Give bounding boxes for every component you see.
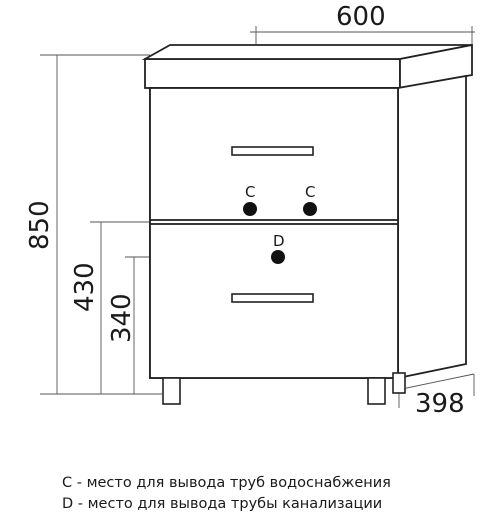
drawer-handle-bottom (231, 293, 314, 303)
dimension-lines (40, 26, 475, 408)
leg-front-left (162, 377, 181, 405)
drawer-handle-top (231, 146, 314, 156)
outlet-c-right (303, 202, 317, 216)
marker-c-right-label: C (305, 183, 315, 201)
marker-c-left-label: C (245, 183, 255, 201)
dim-depth-label: 398 (415, 389, 465, 419)
legend-d-text: D - место для вывода трубы канализации (62, 496, 383, 512)
legend-c-text: C - место для вывода труб водоснабжения (62, 475, 391, 491)
leg-front-right (367, 377, 386, 405)
dim-340-label: 340 (107, 293, 137, 343)
marker-d-label: D (273, 232, 285, 250)
leg-back-right (392, 372, 406, 394)
cabinet-drawing: C C D 600 398 850 430 340 (25, 2, 475, 419)
dim-width-label: 600 (336, 2, 386, 32)
cabinet-body (141, 43, 473, 380)
dim-height-label: 850 (25, 200, 55, 250)
cabinet-side (397, 74, 467, 380)
outlet-c-left (243, 202, 257, 216)
dim-430-label: 430 (70, 262, 100, 312)
outlet-d (271, 250, 285, 264)
worktop-front (144, 58, 401, 89)
